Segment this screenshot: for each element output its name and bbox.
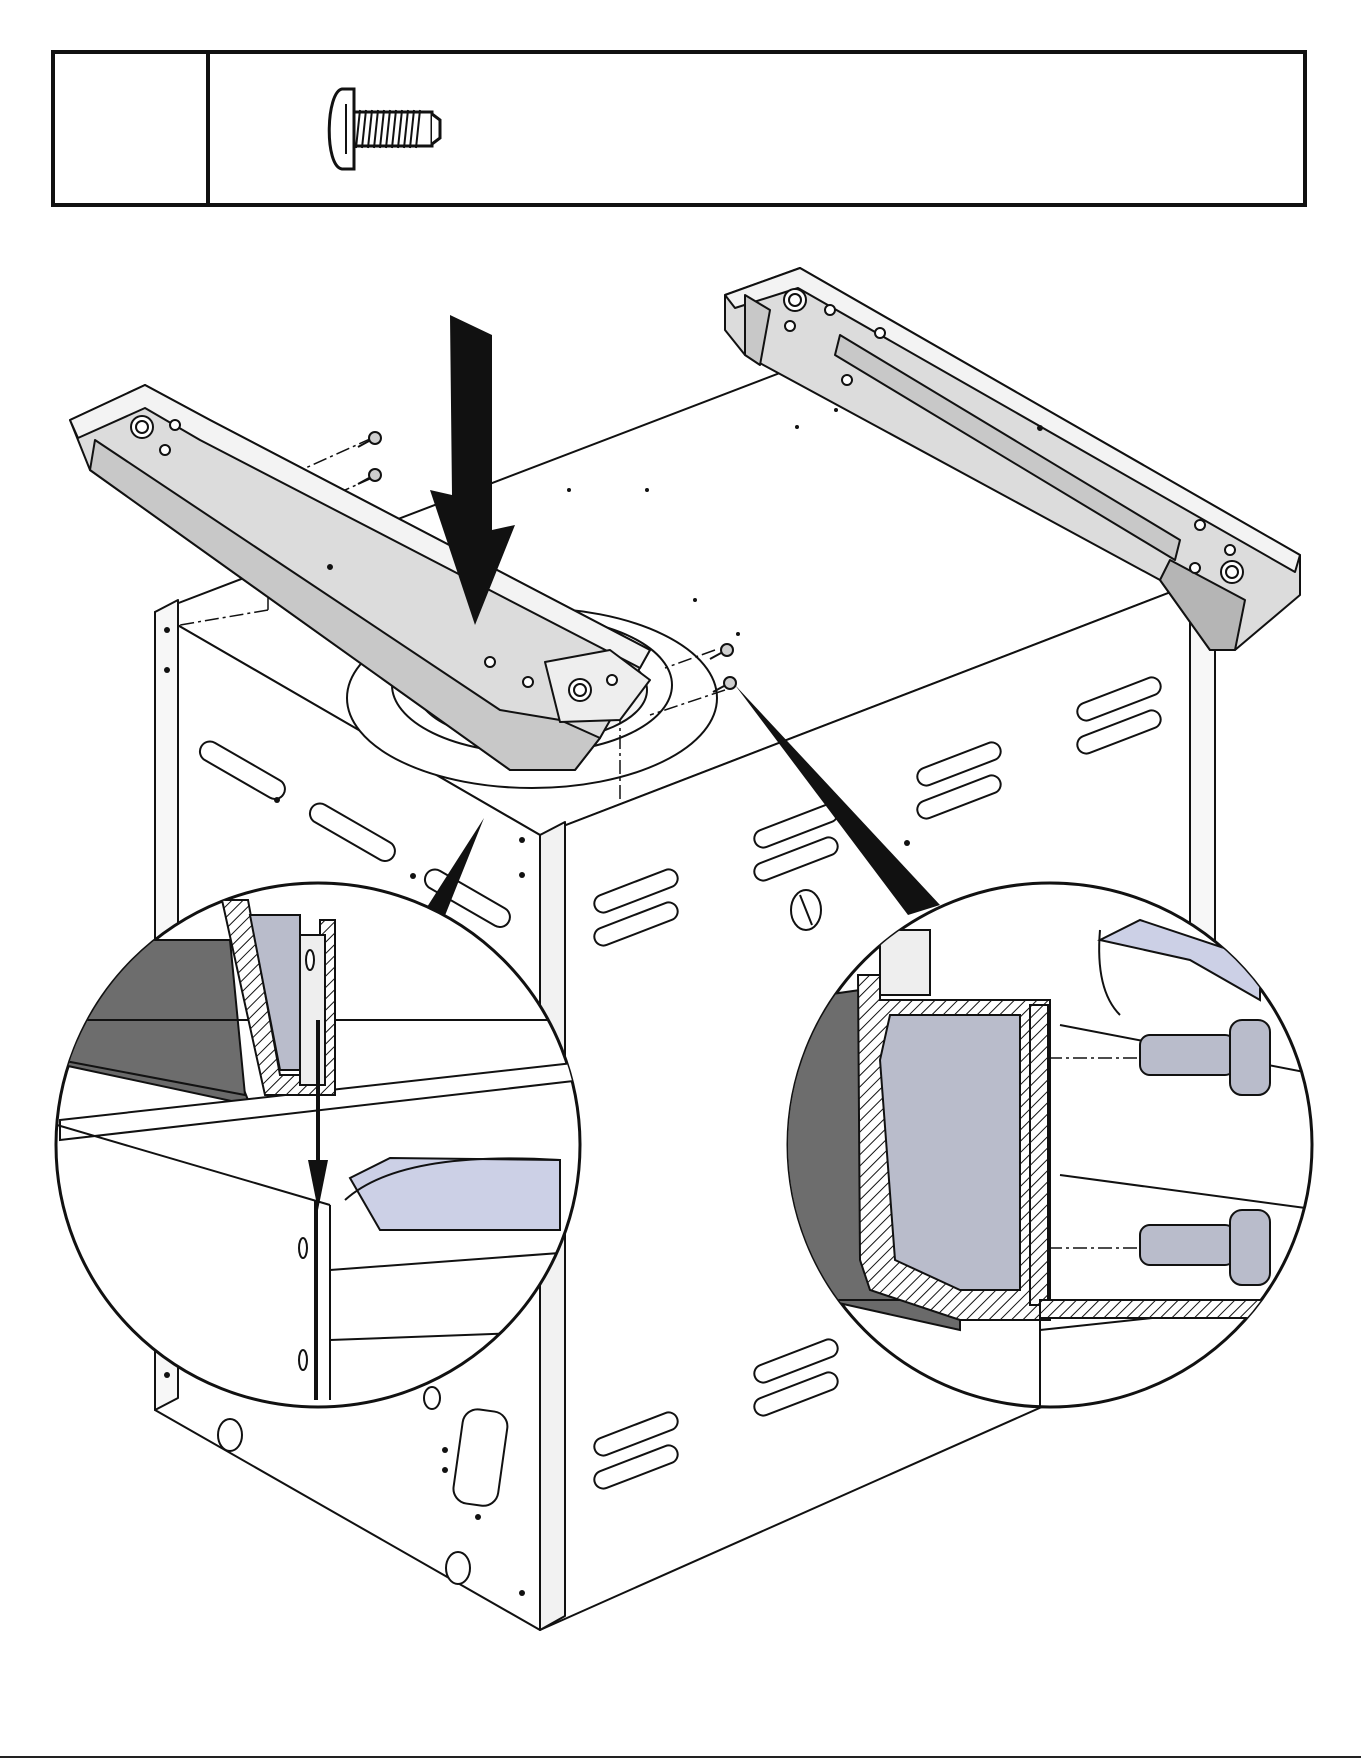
- footer-rule: [0, 1756, 1361, 1758]
